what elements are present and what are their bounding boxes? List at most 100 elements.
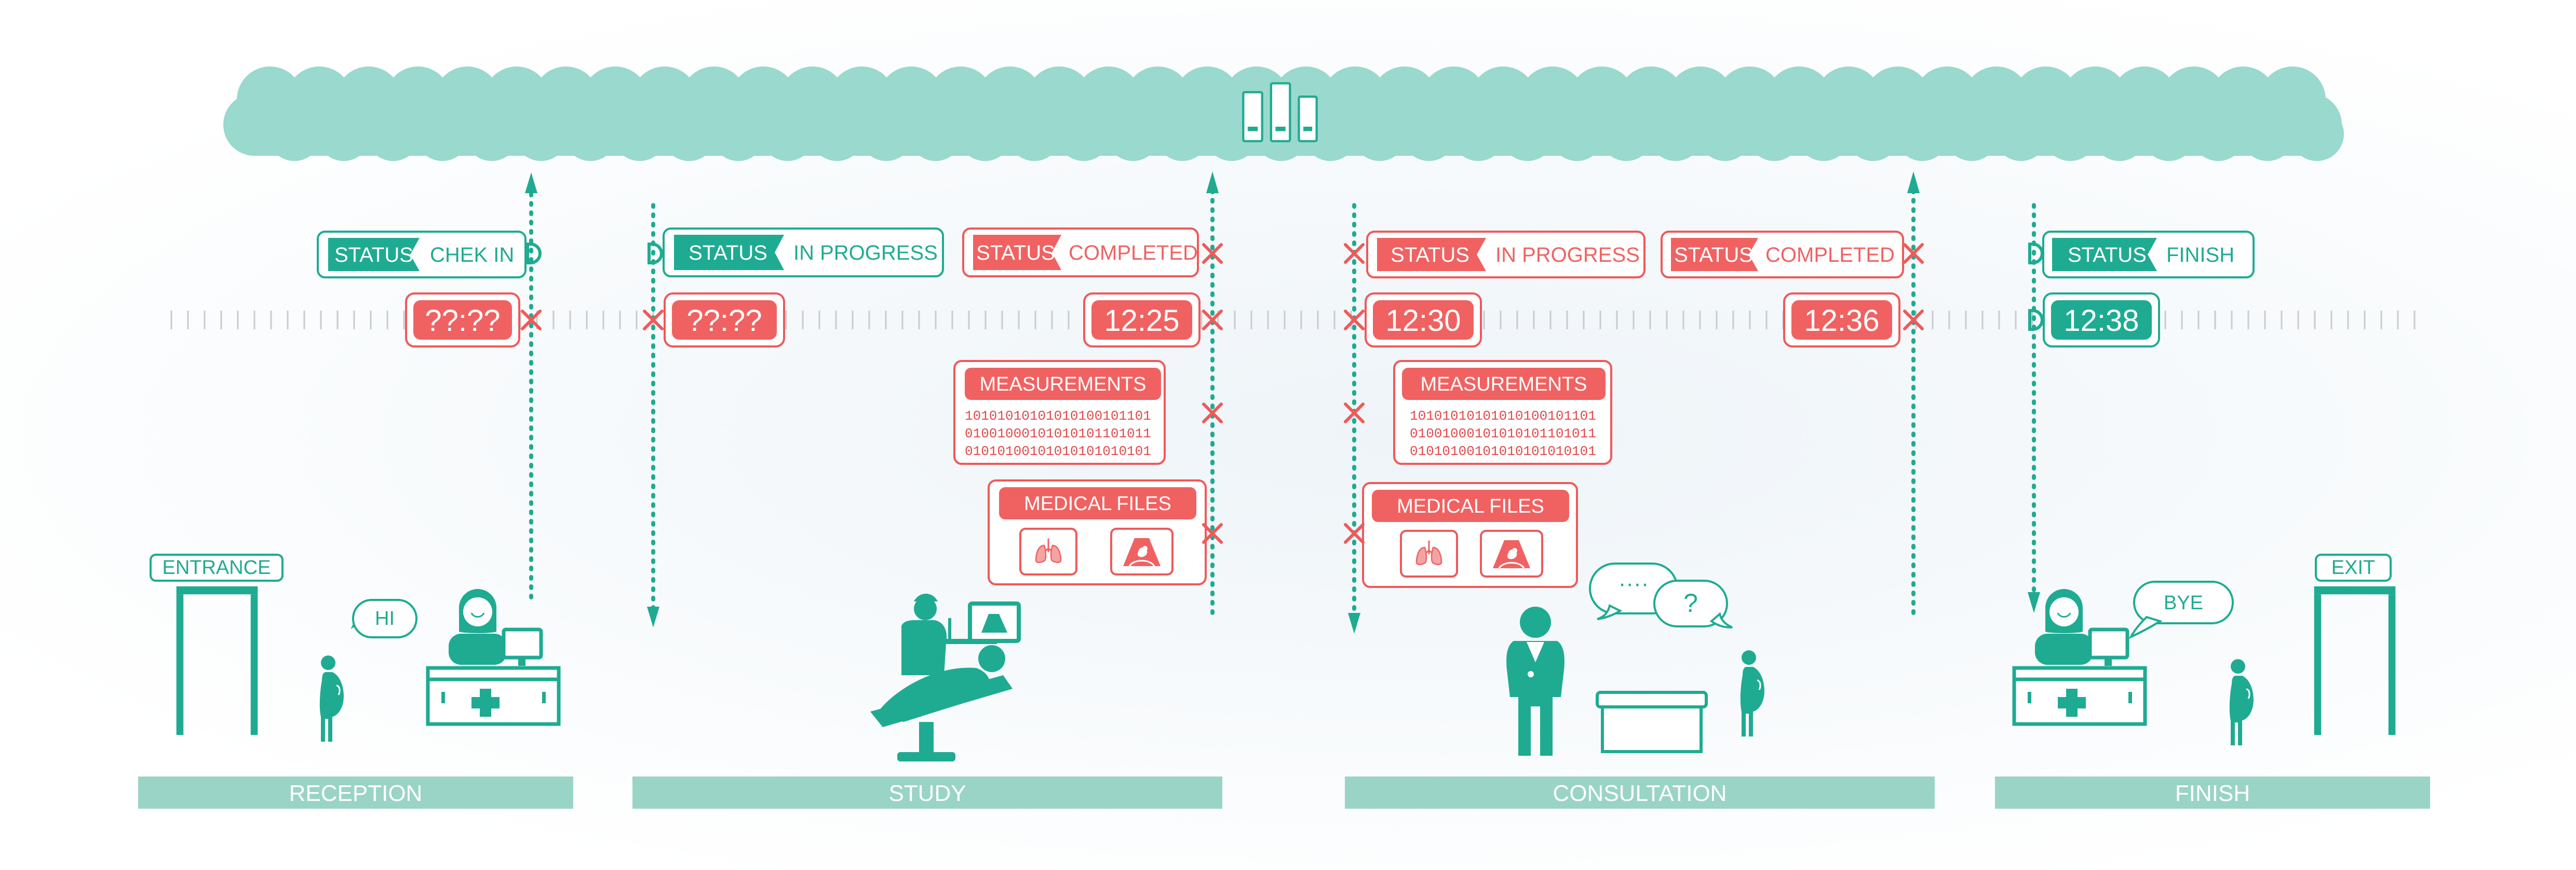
section-finish: FINISH: [1995, 777, 2430, 809]
cross-stroke: [1202, 243, 1223, 264]
entrance-door: ENTRANCE: [150, 554, 284, 735]
cross-stroke: [1202, 523, 1223, 544]
cross-stroke: [1344, 310, 1365, 330]
status-tag: STATUS FINISH: [2042, 231, 2255, 278]
cross-mark-icon: [1903, 243, 1924, 264]
status-label: STATUS: [689, 242, 767, 264]
time-value: 12:36: [1804, 304, 1879, 338]
monitor-scan: [981, 614, 1007, 633]
cross-mark-icon: [521, 310, 542, 330]
door-frame-icon: [176, 586, 258, 735]
exam-table-icon: [1596, 691, 1708, 708]
binary-line: 01001000101010101101011: [965, 426, 1151, 441]
time-badge: 12:38: [2043, 292, 2160, 347]
status-value: CHEK IN: [430, 244, 514, 266]
arrowhead-up: [525, 172, 537, 193]
consultation-scene: [1506, 607, 1708, 756]
status-value: COMPLETED: [1069, 242, 1198, 264]
doctor-cap: [914, 594, 938, 601]
time-badge: ??:??: [664, 292, 785, 347]
card-title: MEASUREMENTS: [980, 373, 1147, 395]
door-frame-icon: [2314, 586, 2396, 735]
status-tag: STATUS IN PROGRESS: [1366, 231, 1646, 278]
sync-arrows: [525, 171, 2040, 634]
status-label: STATUS: [976, 242, 1055, 264]
medical-files-card: MEDICAL FILES: [1362, 482, 1578, 588]
speech-bubble: ?: [1653, 580, 1733, 628]
time-badge: ??:??: [405, 292, 520, 347]
cross-mark-icon: [1202, 523, 1223, 544]
speech-bubble: HI: [350, 599, 417, 638]
doctor-head: [1520, 607, 1551, 638]
arrowhead-down: [2028, 592, 2040, 613]
section-label: STUDY: [888, 781, 966, 806]
cross-stroke: [1202, 310, 1223, 330]
monitor-stand: [945, 639, 997, 644]
status-tag: STATUS IN PROGRESS: [663, 227, 944, 277]
arrowhead-up: [1907, 171, 1920, 193]
cloud-bump: [2290, 107, 2344, 161]
status-value: FINISH: [2166, 244, 2234, 266]
doctor-icon: [901, 620, 947, 675]
speech-text: BYE: [2164, 592, 2203, 614]
time-badge: 12:30: [1365, 292, 1482, 347]
chair-base: [897, 752, 955, 761]
section-label: RECEPTION: [289, 781, 423, 806]
cross-stroke: [1344, 523, 1365, 544]
cross-stroke: [1903, 310, 1924, 330]
stethoscope: [1528, 671, 1534, 677]
time-badge: 12:25: [1083, 292, 1201, 347]
status-tag: STATUS COMPLETED: [1661, 231, 1904, 278]
door-label: EXIT: [2331, 557, 2375, 579]
check-mark-icon: [2028, 309, 2044, 331]
speech-bubble: BYE: [2128, 581, 2234, 639]
doctor-icon: [1506, 641, 1565, 756]
time-value: 12:25: [1104, 304, 1179, 338]
time-badge: 12:36: [1783, 292, 1900, 347]
measurements-card: MEASUREMENTS 10101010101010100101101 010…: [1393, 360, 1612, 465]
speech-text: ····: [1619, 571, 1649, 596]
doctor-collar: [1527, 642, 1544, 662]
arrowhead-up: [1206, 171, 1219, 193]
cross-mark-icon: [1202, 403, 1223, 423]
patient-icon: [320, 655, 344, 742]
cross-mark-icon: [1202, 243, 1223, 264]
status-tag: STATUS COMPLETED: [962, 227, 1199, 277]
speech-text: HI: [375, 608, 395, 630]
cross-stroke: [1903, 243, 1924, 264]
monitor-arm: [948, 618, 951, 644]
binary-line: 10101010101010100101101: [1410, 408, 1596, 424]
arrowhead-down: [1348, 613, 1360, 634]
status-label: STATUS: [1391, 244, 1469, 266]
cross-mark-icon: [1202, 310, 1223, 330]
check-mark-icon: [526, 243, 542, 264]
check-mark-icon: [2028, 243, 2044, 264]
exam-table-base: [1601, 705, 1703, 753]
cross-stroke: [521, 310, 542, 330]
section-study: STUDY: [632, 777, 1222, 809]
patient-icon: [1741, 650, 1764, 737]
chair-post: [919, 722, 934, 753]
cross-mark-icon: [1344, 310, 1365, 330]
cross-mark-icon: [1903, 310, 1924, 330]
check-mark-icon: [648, 243, 663, 264]
section-consultation: CONSULTATION: [1345, 777, 1935, 809]
exit-door: EXIT: [2314, 554, 2396, 735]
cross-mark-icon: [643, 310, 664, 330]
status-label: STATUS: [1674, 244, 1753, 266]
study-scene: [870, 594, 1021, 761]
cross-stroke: [1344, 243, 1365, 264]
door-label: ENTRANCE: [162, 557, 271, 579]
binary-line: 01001000101010101101011: [1410, 426, 1596, 441]
status-tag: STATUS CHEK IN: [317, 231, 527, 278]
arrowhead-down: [647, 607, 659, 627]
card-title: MEDICAL FILES: [1397, 496, 1544, 517]
binary-line: 01010100101010101010101: [965, 444, 1151, 459]
cross-stroke: [1344, 403, 1365, 423]
measurements-card: MEASUREMENTS 10101010101010100101101 010…: [953, 360, 1166, 465]
status-label: STATUS: [334, 244, 413, 266]
binary-line: 01010100101010101010101: [1410, 444, 1596, 459]
medical-files-card: MEDICAL FILES: [988, 479, 1207, 585]
cross-stroke: [643, 310, 664, 330]
